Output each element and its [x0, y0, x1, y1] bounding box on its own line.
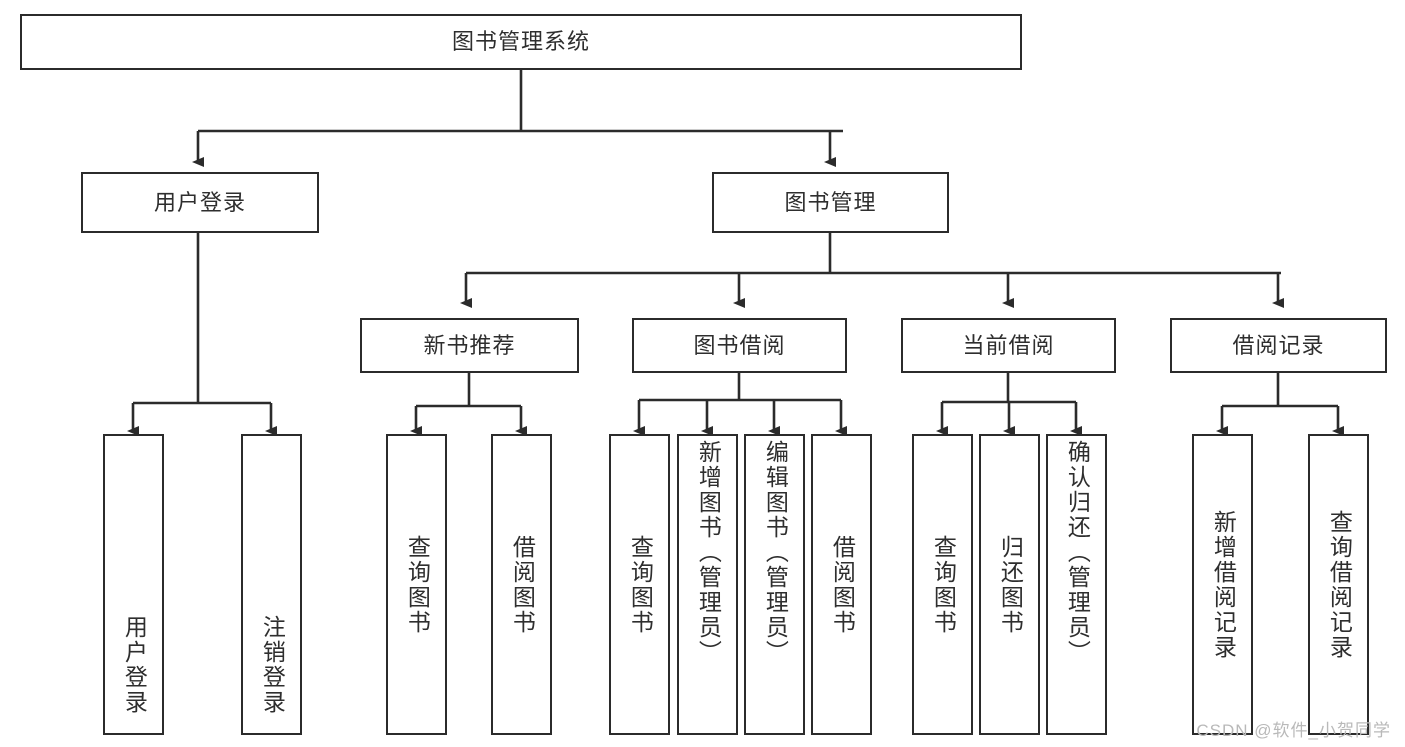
leaf-user-login[interactable]: 用户登录: [103, 434, 164, 735]
node-label: 图书借阅: [693, 332, 786, 358]
leaf-label: 查询图书: [930, 534, 957, 635]
node-label: 用户登录: [153, 189, 246, 215]
leaf-query-book-current[interactable]: 查询图书: [912, 434, 973, 735]
leaf-edit-book-admin[interactable]: 编辑图书（管理员）: [744, 434, 805, 735]
node-book-management[interactable]: 图书管理: [712, 172, 949, 233]
node-book-borrow[interactable]: 图书借阅: [632, 318, 847, 373]
csdn-watermark: CSDN @软件_小贺同学: [1196, 721, 1391, 740]
leaf-label: 查询图书: [404, 534, 431, 635]
leaf-query-book-recommend[interactable]: 查询图书: [386, 434, 447, 735]
leaf-label: 新增图书（管理员）: [695, 440, 722, 665]
leaf-label: 编辑图书（管理员）: [762, 440, 789, 665]
leaf-logout[interactable]: 注销登录: [241, 434, 302, 735]
node-label: 新书推荐: [423, 332, 516, 358]
leaf-label: 查询图书: [627, 534, 654, 635]
leaf-label: 借阅图书: [829, 534, 856, 635]
leaf-return-book[interactable]: 归还图书: [979, 434, 1040, 735]
node-new-book-recommend[interactable]: 新书推荐: [360, 318, 579, 373]
node-label: 借阅记录: [1232, 332, 1325, 358]
node-label: 图书管理系统: [451, 29, 590, 55]
leaf-borrow-book[interactable]: 借阅图书: [811, 434, 872, 735]
leaf-label: 新增借阅记录: [1210, 509, 1237, 660]
leaf-label: 用户登录: [121, 615, 148, 715]
node-label: 当前借阅: [962, 332, 1055, 358]
leaf-borrow-book-recommend[interactable]: 借阅图书: [491, 434, 552, 735]
node-user-login[interactable]: 用户登录: [81, 172, 319, 233]
leaf-label: 注销登录: [259, 615, 286, 715]
leaf-query-book-borrow[interactable]: 查询图书: [609, 434, 670, 735]
leaf-add-book-admin[interactable]: 新增图书（管理员）: [677, 434, 738, 735]
leaf-label: 借阅图书: [509, 534, 536, 635]
leaf-label: 确认归还（管理员）: [1064, 440, 1091, 665]
node-borrow-record[interactable]: 借阅记录: [1170, 318, 1387, 373]
node-root[interactable]: 图书管理系统: [20, 14, 1022, 70]
leaf-label: 查询借阅记录: [1326, 509, 1353, 660]
node-current-borrow[interactable]: 当前借阅: [901, 318, 1116, 373]
node-label: 图书管理: [784, 189, 877, 215]
leaf-query-borrow-record[interactable]: 查询借阅记录: [1308, 434, 1369, 735]
leaf-label: 归还图书: [997, 534, 1024, 635]
leaf-add-borrow-record[interactable]: 新增借阅记录: [1192, 434, 1253, 735]
leaf-confirm-return-admin[interactable]: 确认归还（管理员）: [1046, 434, 1107, 735]
